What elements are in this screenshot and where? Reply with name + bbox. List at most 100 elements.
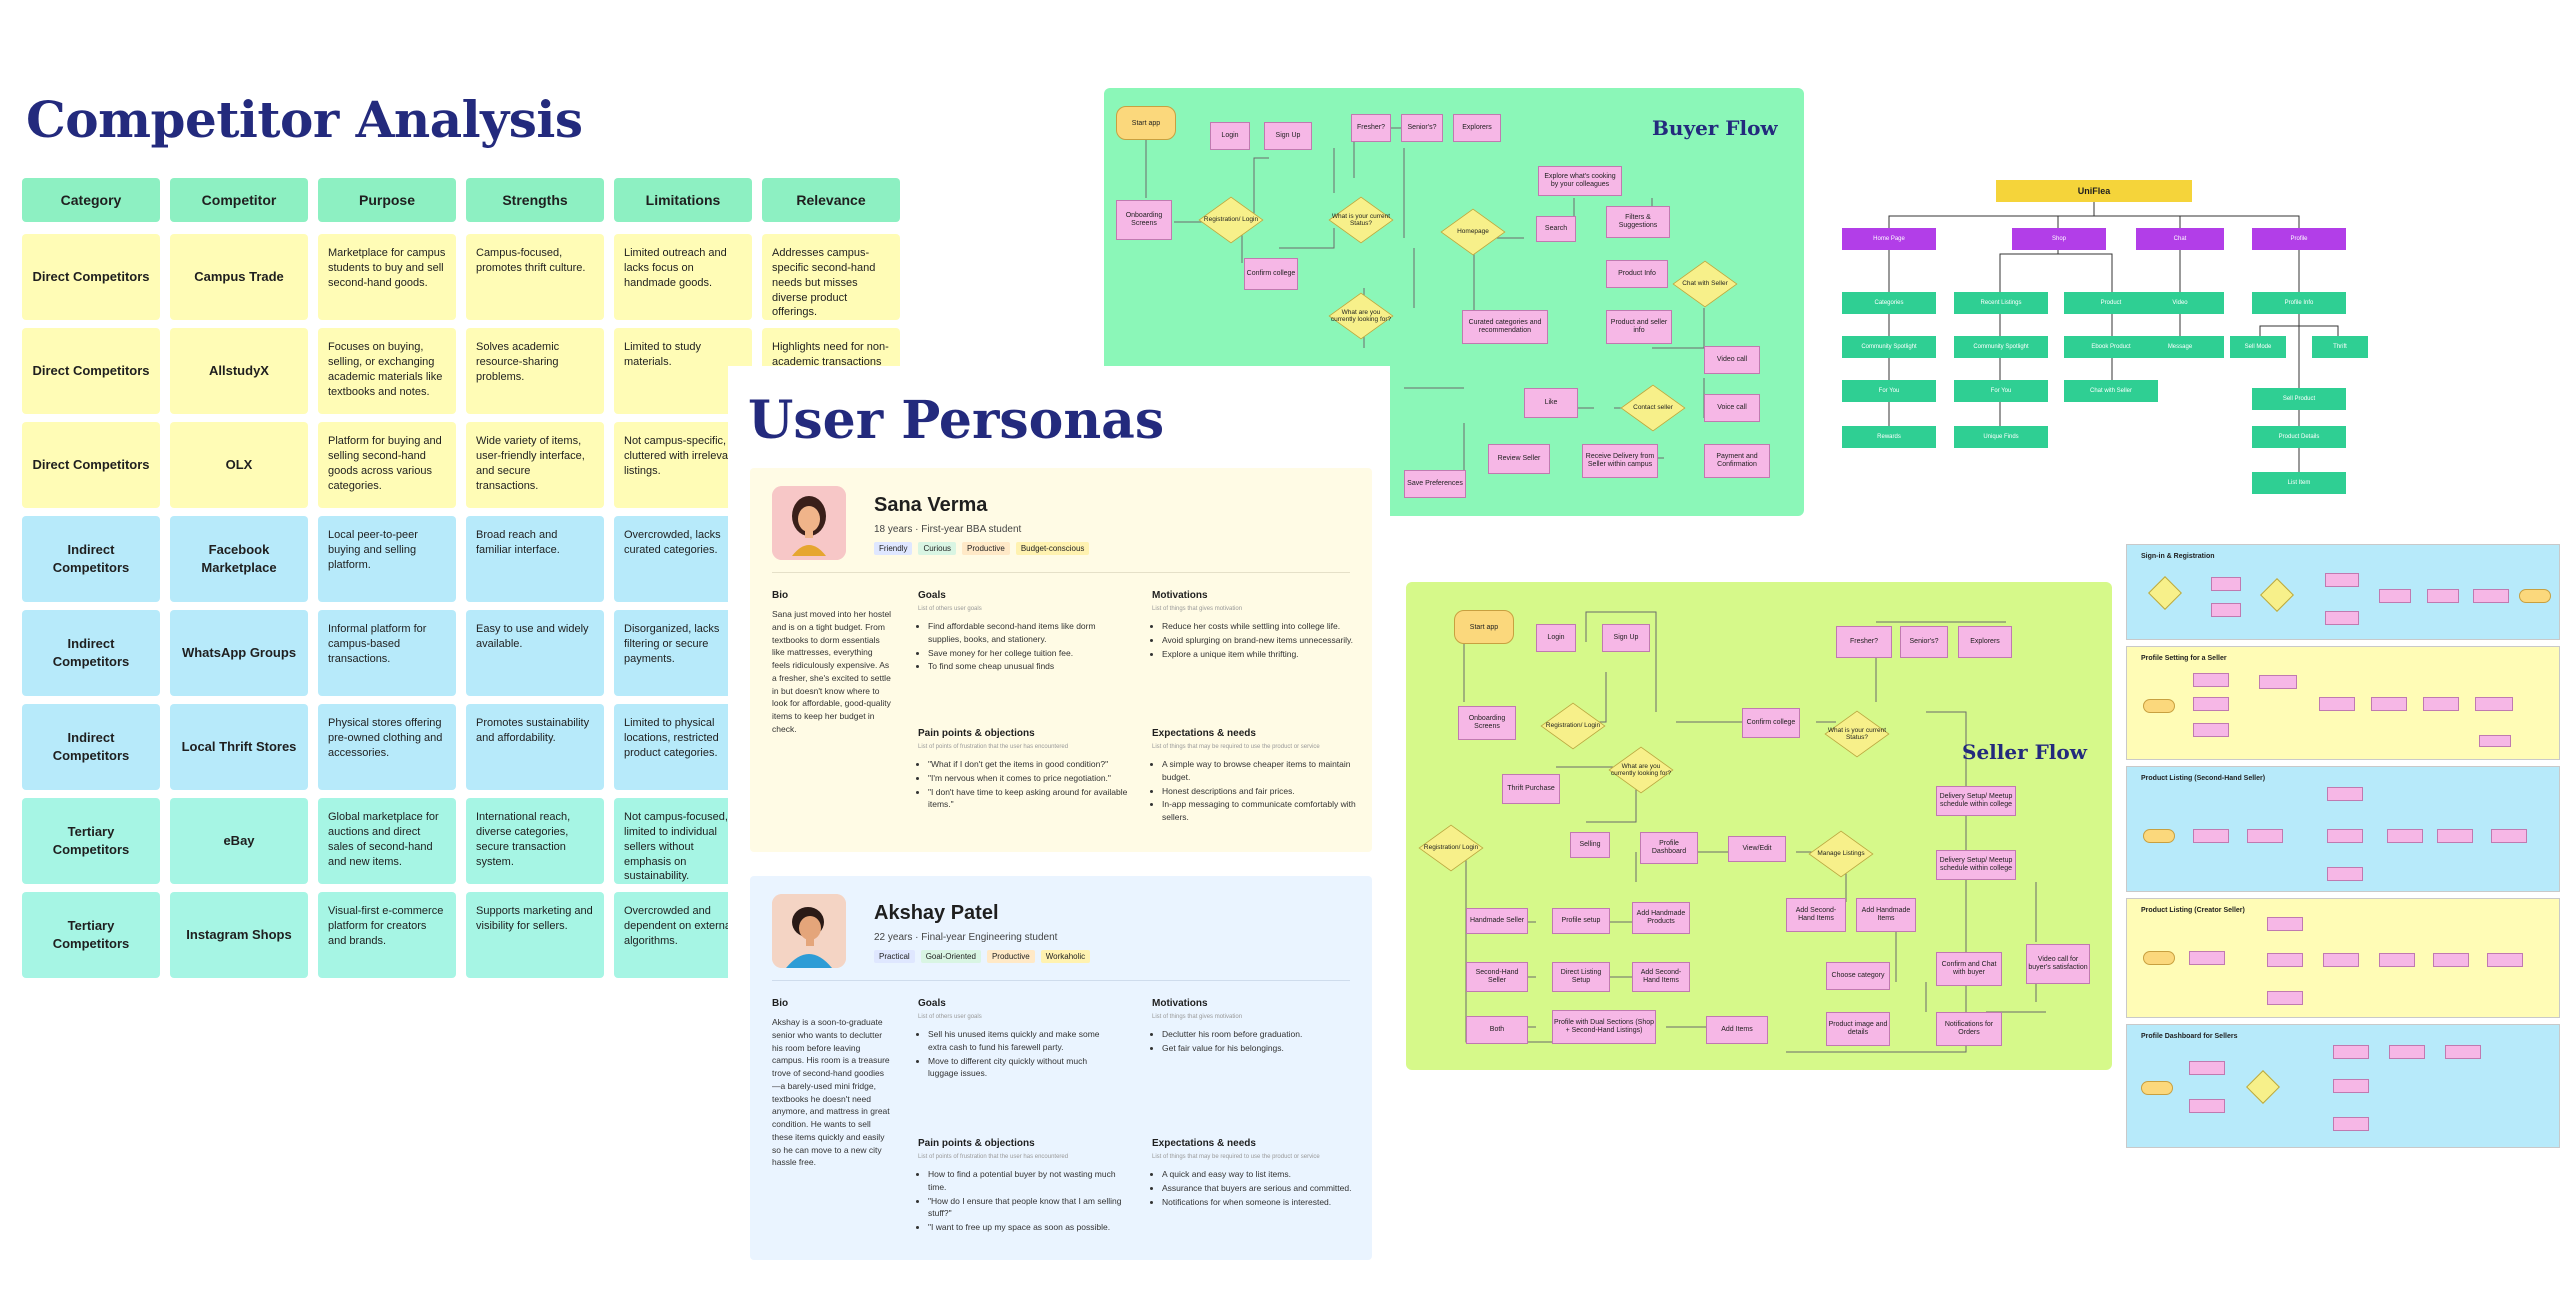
avatar	[772, 894, 846, 968]
sitemap-connectors	[1888, 202, 2339, 472]
persona-card-akshay: Akshay Patel 22 years · Final-year Engin…	[750, 876, 1372, 1260]
table-cell-category: Indirect Competitors	[22, 704, 160, 790]
panel-node	[2433, 953, 2469, 967]
add-secondhand-items-node: Add Second-Hand Items	[1786, 898, 1846, 932]
panel-node	[2479, 735, 2511, 747]
seller-current-status-decision: What is your current Status?	[1826, 714, 1888, 754]
divider	[772, 980, 1350, 981]
product-listing-secondhand-panel: Product Listing (Second-Hand Seller)	[2126, 766, 2560, 892]
selling-node: Selling	[1570, 832, 1610, 858]
persona-tag: Practical	[874, 950, 915, 963]
add-handmade-products-node: Add Handmade Products	[1632, 902, 1690, 934]
manage-listings-decision: Manage Listings	[1810, 834, 1872, 874]
table-header-cell: Competitor	[170, 178, 308, 222]
panel-node	[2427, 589, 2459, 603]
table-cell-purpose: Focuses on buying, selling, or exchangin…	[318, 328, 456, 414]
seller-registration-decision: Registration/ Login	[1542, 706, 1604, 746]
panel-node	[2325, 611, 2359, 625]
table-cell-purpose: Platform for buying and selling second-h…	[318, 422, 456, 508]
table-cell-limitations: Limited outreach and lacks focus on hand…	[614, 234, 752, 320]
panel-node	[2437, 829, 2473, 843]
panel-node	[2491, 829, 2527, 843]
persona-meta: 18 years · First-year BBA student	[874, 524, 1022, 535]
panel-decision	[2148, 576, 2182, 610]
persona-meta: 22 years · Final-year Engineering studen…	[874, 932, 1058, 943]
table-cell-strengths: Campus-focused, promotes thrift culture.	[466, 234, 604, 320]
table-cell-competitor: AllstudyX	[170, 328, 308, 414]
akshay-avatar-illustration	[772, 894, 846, 968]
sana-avatar-illustration	[772, 486, 846, 560]
contact-seller-decision: Contact seller	[1622, 388, 1684, 428]
table-cell-competitor: Local Thrift Stores	[170, 704, 308, 790]
pain-list: How to find a potential buyer by not was…	[918, 1168, 1128, 1235]
add-items-node: Add Items	[1706, 1016, 1768, 1044]
start-app-pill: Start app	[1116, 106, 1176, 140]
panel-node	[2267, 917, 2303, 931]
panel-title: Profile Dashboard for Sellers	[2141, 1033, 2238, 1040]
persona-tag: Goal-Oriented	[920, 950, 981, 963]
divider	[772, 572, 1350, 573]
confirm-college-node: Confirm college	[1244, 258, 1298, 290]
community-spotlight-node: Community Spotlight	[1842, 336, 1936, 358]
avatar	[772, 486, 846, 560]
search-node: Search	[1536, 216, 1576, 242]
profile-node: Profile	[2252, 228, 2346, 250]
table-cell-competitor: WhatsApp Groups	[170, 610, 308, 696]
goals-heading: Goals	[918, 998, 946, 1009]
table-header-cell: Purpose	[318, 178, 456, 222]
panel-node	[2333, 1045, 2369, 1059]
dual-profile-node: Profile with Dual Sections (Shop + Secon…	[1552, 1010, 1656, 1044]
expectations-heading: Expectations & needs	[1152, 728, 1256, 739]
chat-seller-decision: Chat with Seller	[1674, 264, 1736, 304]
registration-decision: Registration/ Login	[1200, 200, 1262, 240]
panel-title: Sign-in & Registration	[2141, 553, 2215, 560]
secondhand-seller-node: Second-Hand Seller	[1466, 962, 1528, 992]
persona-tag: Budget-conscious	[1015, 542, 1090, 555]
table-cell-relevance: Addresses campus-specific second-hand ne…	[762, 234, 900, 320]
table-cell-category: Direct Competitors	[22, 234, 160, 320]
panel-node	[2389, 1045, 2425, 1059]
table-cell-competitor: Instagram Shops	[170, 892, 308, 978]
save-preferences-node: Save Preferences	[1404, 470, 1466, 498]
table-cell-category: Direct Competitors	[22, 422, 160, 508]
table-header-cell: Strengths	[466, 178, 604, 222]
expectations-sub: List of things that may be required to u…	[1152, 744, 1320, 750]
uniflea-root-node: UniFlea	[1996, 180, 2192, 202]
table-cell-category: Direct Competitors	[22, 328, 160, 414]
product-seller-info-node: Product and seller info	[1606, 310, 1672, 344]
voice-call-node: Voice call	[1704, 394, 1760, 422]
motivations-heading: Motivations	[1152, 998, 1208, 1009]
motivations-sub: List of things that gives motivation	[1152, 1014, 1243, 1020]
looking-for-decision: What are you currently looking for?	[1330, 296, 1392, 336]
table-cell-purpose: Global marketplace for auctions and dire…	[318, 798, 456, 884]
panel-node	[2193, 829, 2229, 843]
thrift-purchase-node: Thrift Purchase	[1502, 774, 1560, 804]
table-cell-purpose: Visual-first e-commerce platform for cre…	[318, 892, 456, 978]
bio-heading: Bio	[772, 998, 789, 1009]
table-cell-strengths: Promotes sustainability and affordabilit…	[466, 704, 604, 790]
receive-delivery-node: Receive Delivery from Seller within camp…	[1582, 444, 1658, 478]
choose-category-node: Choose category	[1826, 962, 1890, 990]
rewards-node: Rewards	[1842, 426, 1936, 448]
homepage-decision: Homepage	[1442, 212, 1504, 252]
current-status-decision: What is your current Status?	[1330, 200, 1392, 240]
panel-title: Product Listing (Creator Seller)	[2141, 907, 2245, 914]
panel-node	[2193, 723, 2229, 737]
video-node: Video	[2136, 292, 2224, 314]
panel-node	[2445, 1045, 2481, 1059]
expectations-list: A quick and easy way to list items.Assur…	[1152, 1168, 1362, 1209]
pain-sub: List of points of frustration that the u…	[918, 1154, 1069, 1160]
competitor-analysis-title: Competitor Analysis	[26, 90, 583, 149]
seller-flow-title: Seller Flow	[1962, 740, 2087, 764]
shop-community-node: Community Spotlight	[1954, 336, 2048, 358]
table-cell-competitor: OLX	[170, 422, 308, 508]
seller-start-app-pill: Start app	[1454, 610, 1514, 644]
panel-node	[2327, 787, 2363, 801]
for-you-node: For You	[1842, 380, 1936, 402]
goals-heading: Goals	[918, 590, 946, 601]
buyer-flow-diagram: Buyer Flow Start app Login Sign Up Fresh…	[1104, 88, 1804, 516]
persona-tag: Friendly	[874, 542, 913, 555]
seller-seniors-node: Senior's?	[1900, 626, 1948, 658]
table-cell-purpose: Physical stores offering pre-owned cloth…	[318, 704, 456, 790]
seller-explorers-node: Explorers	[1958, 626, 2012, 658]
